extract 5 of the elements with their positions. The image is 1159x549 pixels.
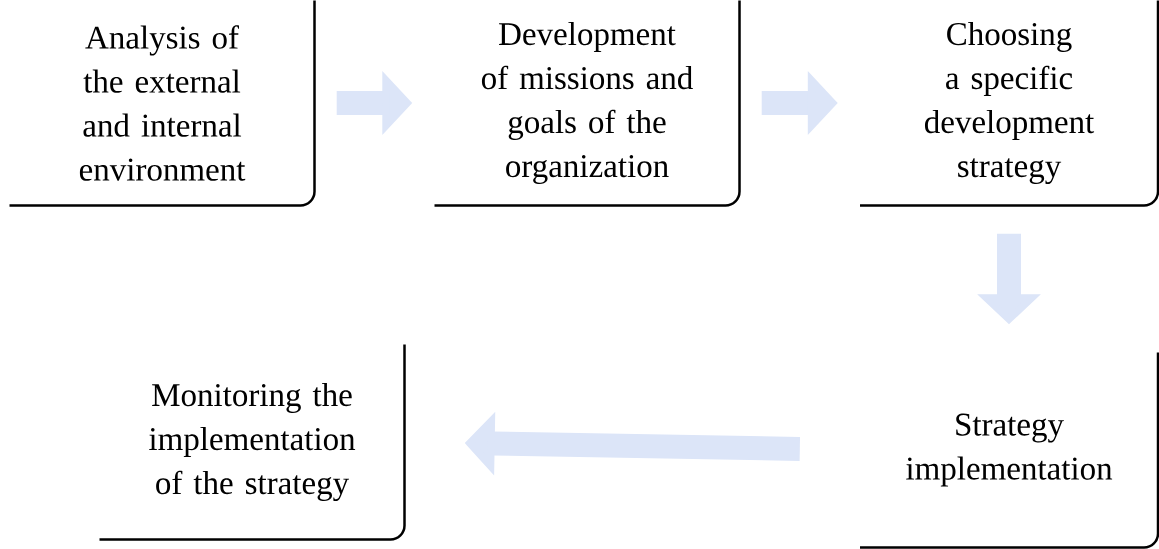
process-box: Analysis of the external and internal environment [9, 0, 316, 207]
process-box: Choosing a specific development strategy [860, 0, 1159, 207]
process-box: Strategy implementation [860, 352, 1159, 549]
process-box: Development of missions and goals of the organization [434, 0, 741, 207]
process-box: Monitoring the implementation of the strategy [99, 344, 406, 541]
